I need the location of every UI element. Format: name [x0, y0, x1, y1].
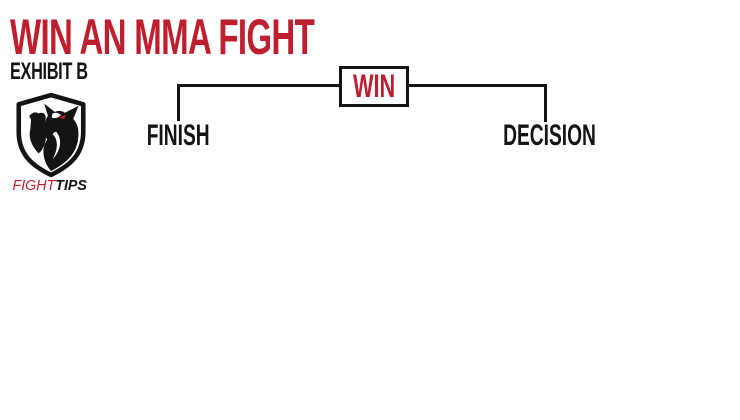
bracket-line-left-vertical — [177, 84, 180, 121]
bracket-line-right-vertical — [544, 84, 547, 122]
wordmark-tips: TIPS — [55, 177, 87, 194]
bracket-root-box: WIN — [339, 66, 409, 107]
bracket-branch-decision: DECISION — [477, 121, 617, 151]
wordmark-fight: FIGHT — [12, 177, 56, 194]
fighttips-wolf-shield-icon — [10, 92, 92, 178]
bracket-root-label: WIN — [352, 68, 396, 104]
fighttips-wordmark: FIGHTTIPS — [6, 177, 93, 194]
page-title: WIN AN MMA FIGHT — [10, 9, 315, 65]
bracket-line-right-horizontal — [408, 84, 547, 87]
bracket-line-left-horizontal — [177, 84, 340, 87]
exhibit-label: EXHIBIT B — [10, 58, 88, 85]
branch-decision-label: DECISION — [503, 119, 596, 152]
branch-finish-label: FINISH — [146, 119, 210, 152]
bracket-branch-finish: FINISH — [108, 121, 248, 151]
